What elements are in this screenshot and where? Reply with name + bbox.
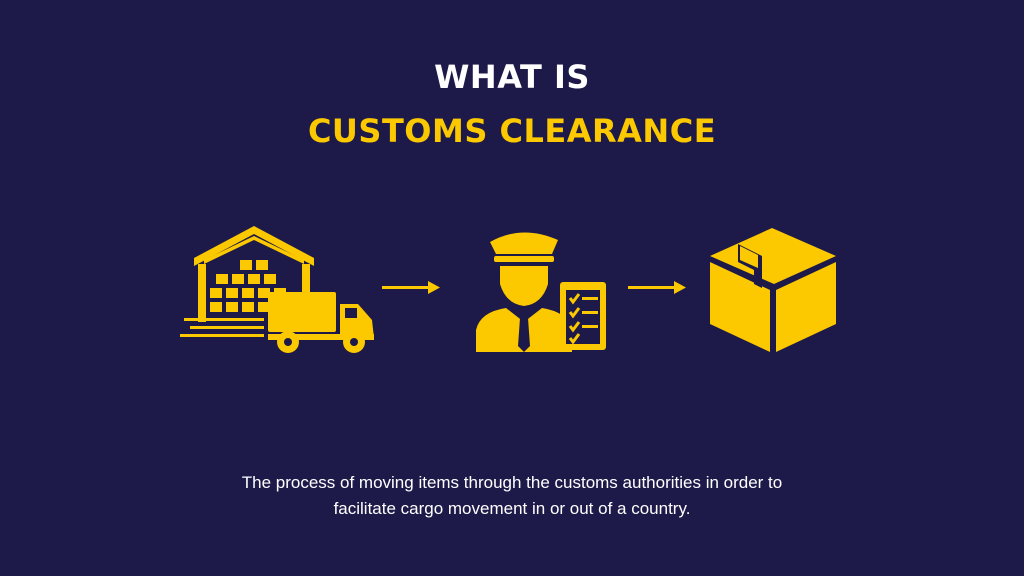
package-box-icon [710, 228, 836, 352]
caption: The process of moving items through the … [241, 473, 783, 518]
title-line-2: CUSTOMS CLEARANCE [307, 112, 717, 150]
title-line-1: WHAT IS [434, 58, 590, 96]
arrow-right-icon [382, 281, 440, 294]
arrow-right-icon [628, 281, 686, 294]
warehouse-truck-icon [180, 226, 374, 353]
customs-officer-checklist-icon [476, 232, 606, 352]
